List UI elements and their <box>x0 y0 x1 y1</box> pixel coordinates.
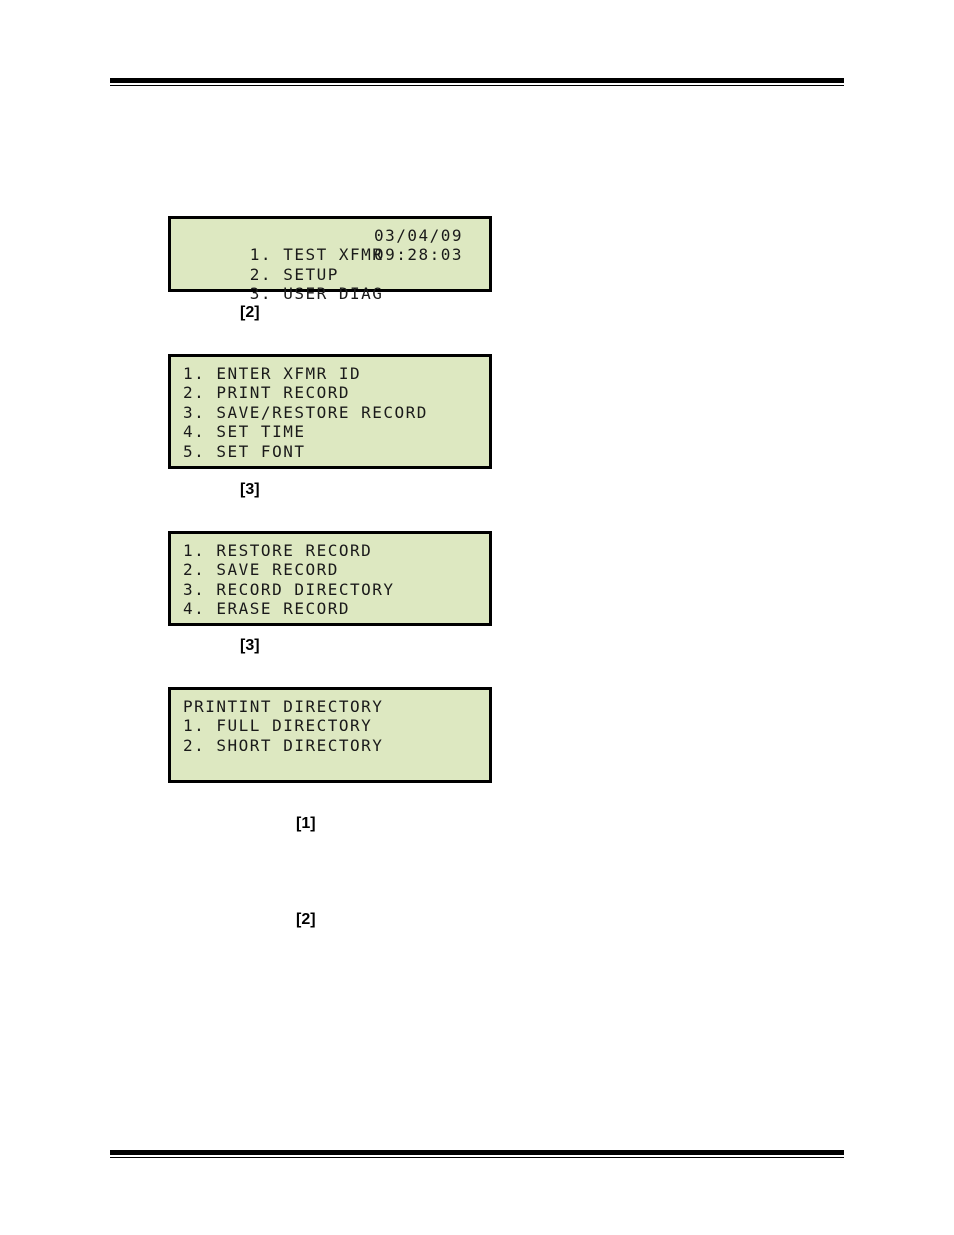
key-press-label: [1] <box>296 815 316 832</box>
lcd-line-text: 1. TEST XFMR <box>249 245 384 265</box>
lcd-line: 2. PRINT RECORD <box>183 383 350 403</box>
lcd-line: 1. RESTORE RECORD <box>183 541 373 560</box>
lcd-date: 03/04/09 <box>373 226 463 245</box>
header-rule-thin <box>110 85 844 86</box>
lcd-line: PRINTINT DIRECTORY <box>183 697 384 716</box>
lcd-line: 4. ERASE RECORD <box>183 599 350 619</box>
lcd-line: 2. SHORT DIRECTORY <box>183 735 384 755</box>
footer-rule-thin <box>110 1157 844 1158</box>
header-rule-thick <box>110 78 844 83</box>
key-press-label: [3] <box>240 637 260 654</box>
lcd-line: 2. SAVE RECORD <box>183 560 339 580</box>
lcd-line: 5. SET FONT <box>183 441 306 461</box>
lcd-time: 09:28:03 <box>373 245 463 265</box>
lcd-main-menu: 1. TEST XFMR 03/04/09 2. SETUP 09:28:03 … <box>168 216 492 303</box>
lcd-line: 3. SAVE/RESTORE RECORD <box>183 402 428 422</box>
lcd-line: 4. SET TIME <box>183 422 306 442</box>
lcd-setup-menu: 1. ENTER XFMR ID 2. PRINT RECORD 3. SAVE… <box>168 354 492 469</box>
key-press-label: [3] <box>240 481 260 498</box>
lcd-line: 3. RECORD DIRECTORY <box>183 579 395 599</box>
lcd-line-text: 3. USER DIAG <box>249 284 384 304</box>
lcd-line-text: 2. SETUP <box>249 264 339 284</box>
lcd-save-restore-menu: 1. RESTORE RECORD 2. SAVE RECORD 3. RECO… <box>168 531 492 626</box>
lcd-line: 1. ENTER XFMR ID <box>183 364 362 383</box>
lcd-line: 1. TEST XFMR 03/04/09 <box>183 226 481 264</box>
lcd-line: 1. FULL DIRECTORY <box>183 716 373 736</box>
footer-rule-thick <box>110 1150 844 1155</box>
lcd-line: 3. USER DIAG <box>183 265 481 303</box>
lcd-directory-menu: PRINTINT DIRECTORY 1. FULL DIRECTORY 2. … <box>168 687 492 783</box>
lcd-line: 2. SETUP 09:28:03 <box>183 245 481 283</box>
key-press-label: [2] <box>296 911 316 928</box>
key-press-label: [2] <box>240 304 260 321</box>
